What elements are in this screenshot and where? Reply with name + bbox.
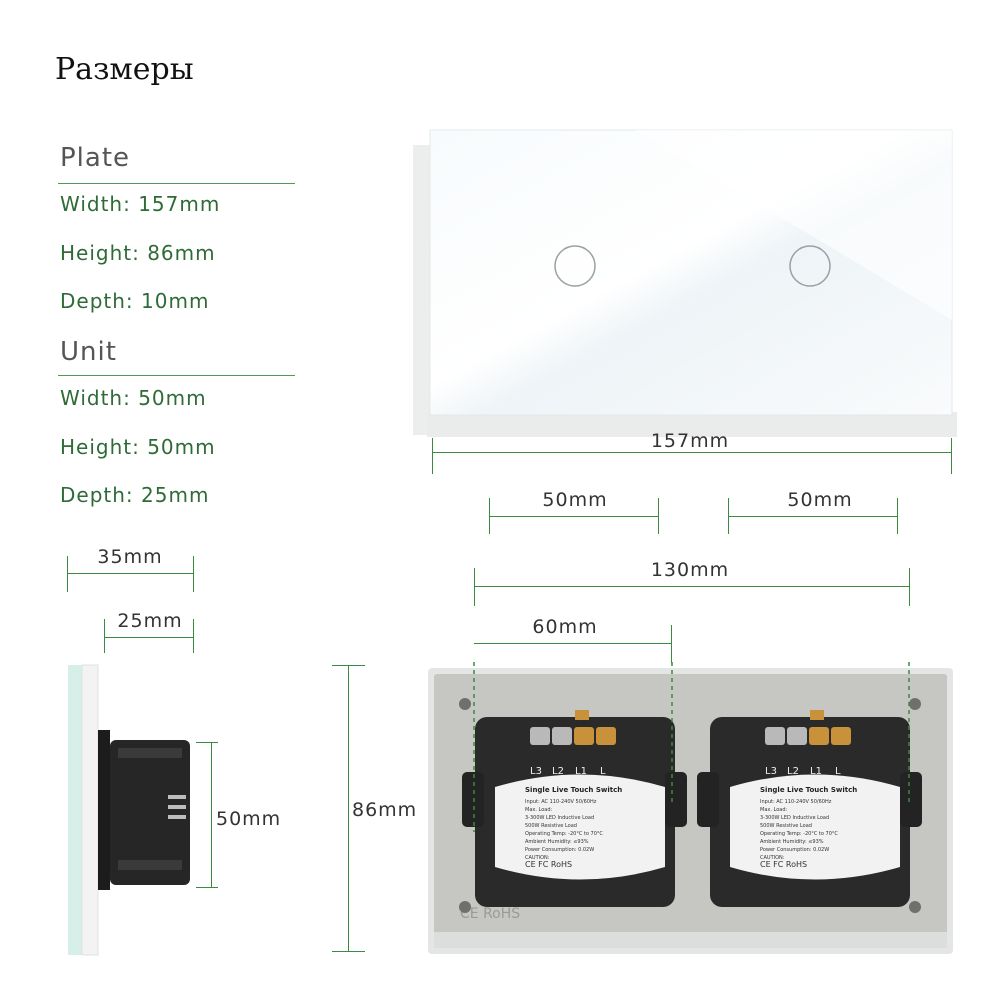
side-view-illustration bbox=[68, 664, 190, 956]
svg-text:L: L bbox=[835, 766, 841, 777]
module-body bbox=[110, 740, 190, 885]
svg-text:Operating Temp: -20°C to 70°C: Operating Temp: -20°C to 70°C bbox=[760, 831, 838, 837]
svg-text:L: L bbox=[600, 766, 606, 777]
front-plate-illustration bbox=[413, 129, 957, 437]
unit-section-title: Unit bbox=[60, 337, 117, 367]
svg-text:Operating Temp: -20°C to 70°C: Operating Temp: -20°C to 70°C bbox=[525, 831, 603, 837]
screw-hole-icon bbox=[909, 901, 921, 913]
screw-hole-icon bbox=[909, 698, 921, 710]
side-unit-height-line bbox=[211, 742, 212, 888]
svg-text:CE FC RoHS: CE FC RoHS bbox=[760, 860, 807, 869]
svg-text:3-300W LED Inductive Load: 3-300W LED Inductive Load bbox=[760, 815, 829, 821]
module-label-sticker bbox=[730, 774, 900, 880]
svg-text:CAUTION:: CAUTION: bbox=[525, 855, 550, 861]
svg-text:L3: L3 bbox=[530, 766, 542, 777]
plate-bottom-edge bbox=[427, 412, 957, 437]
right-50mm-line bbox=[728, 516, 898, 517]
plate-height-label: 86mm bbox=[352, 799, 418, 821]
svg-text:Power Consumption: 0.02W: Power Consumption: 0.02W bbox=[760, 847, 829, 853]
plate-width-spec: Width: 157mm bbox=[60, 192, 221, 216]
glass-edge bbox=[68, 665, 82, 955]
left-50mm-label: 50mm bbox=[542, 489, 608, 511]
side-unit-height-label: 50mm bbox=[216, 808, 282, 830]
plate-height-spec: Height: 86mm bbox=[60, 241, 216, 265]
plate-divider bbox=[58, 183, 295, 184]
touch-button-left-icon bbox=[554, 245, 596, 287]
switch-module-2: L3 L2 L1 L Single Live Touch Switch Inpu… bbox=[697, 710, 922, 907]
unit-height-spec: Height: 50mm bbox=[60, 435, 216, 459]
svg-text:500W Resistive Load: 500W Resistive Load bbox=[760, 823, 812, 829]
svg-text:Input: AC 110-240V 50/60Hz: Input: AC 110-240V 50/60Hz bbox=[525, 799, 597, 805]
svg-text:500W Resistive Load: 500W Resistive Load bbox=[525, 823, 577, 829]
side-total-depth-label: 35mm bbox=[97, 546, 163, 568]
unit-pitch-label: 60mm bbox=[532, 616, 598, 638]
svg-text:Max. Load:: Max. Load: bbox=[525, 807, 553, 813]
unit-divider bbox=[58, 375, 295, 376]
side-unit-depth-label: 25mm bbox=[117, 610, 183, 632]
svg-text:3-300W LED Inductive Load: 3-300W LED Inductive Load bbox=[525, 815, 594, 821]
module-label-sticker bbox=[495, 774, 665, 880]
svg-text:L2: L2 bbox=[552, 766, 564, 777]
svg-text:L1: L1 bbox=[810, 766, 822, 777]
svg-text:Input: AC 110-240V 50/60Hz: Input: AC 110-240V 50/60Hz bbox=[760, 799, 832, 805]
svg-text:Single Live Touch Switch: Single Live Touch Switch bbox=[760, 786, 857, 794]
side-total-depth-line bbox=[67, 573, 194, 574]
unit-depth-spec: Depth: 25mm bbox=[60, 483, 210, 507]
back-plate-illustration: CE RoHS L3 L2 L1 L Single Live Touch Swi… bbox=[428, 662, 953, 954]
plate-width-label: 157mm bbox=[650, 430, 730, 452]
plate-shadow-edge bbox=[413, 145, 431, 435]
plate-height-line bbox=[348, 665, 349, 952]
left-50mm-line bbox=[489, 516, 659, 517]
plate-depth-spec: Depth: 10mm bbox=[60, 289, 210, 313]
screw-spacing-label: 130mm bbox=[650, 559, 730, 581]
page-heading: Размеры bbox=[55, 52, 194, 87]
svg-text:CAUTION:: CAUTION: bbox=[760, 855, 785, 861]
side-unit-depth-line bbox=[104, 637, 194, 638]
svg-text:L2: L2 bbox=[787, 766, 799, 777]
unit-width-spec: Width: 50mm bbox=[60, 386, 207, 410]
svg-text:L3: L3 bbox=[765, 766, 777, 777]
screw-hole-icon bbox=[459, 698, 471, 710]
svg-text:Single Live Touch Switch: Single Live Touch Switch bbox=[525, 786, 622, 794]
plate-width-dimension-line bbox=[432, 452, 952, 453]
svg-text:Ambient Humidity: ≤93%: Ambient Humidity: ≤93% bbox=[760, 839, 824, 845]
svg-text:Ambient Humidity: ≤93%: Ambient Humidity: ≤93% bbox=[525, 839, 589, 845]
touch-button-right-icon bbox=[789, 245, 831, 287]
svg-text:L1: L1 bbox=[575, 766, 587, 777]
switch-module-1: L3 L2 L1 L Single Live Touch Switch Inpu… bbox=[462, 710, 687, 907]
plate-section-title: Plate bbox=[60, 143, 131, 173]
svg-text:CE FC RoHS: CE FC RoHS bbox=[525, 860, 572, 869]
svg-text:Max. Load:: Max. Load: bbox=[760, 807, 788, 813]
screw-spacing-line bbox=[474, 586, 910, 587]
screw-hole-icon bbox=[459, 901, 471, 913]
unit-pitch-line bbox=[474, 643, 672, 644]
back-marking: CE RoHS bbox=[460, 906, 520, 922]
svg-text:Power Consumption: 0.02W: Power Consumption: 0.02W bbox=[525, 847, 594, 853]
right-50mm-label: 50mm bbox=[787, 489, 853, 511]
